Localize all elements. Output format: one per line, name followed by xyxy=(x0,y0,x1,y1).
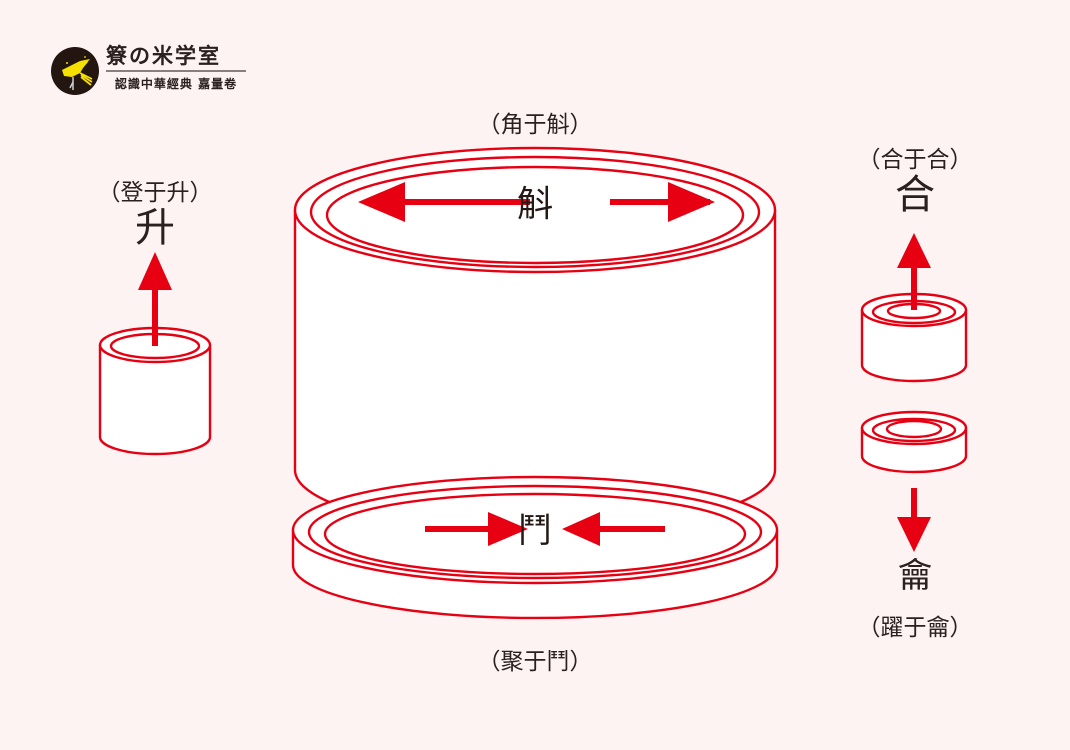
glyph-yue: 龠 xyxy=(898,556,932,596)
arrow-left-lower xyxy=(425,512,528,546)
label-top-hu: （角于斛） xyxy=(477,112,593,138)
logo-divider xyxy=(106,70,246,72)
logo-title: 簝の米学室 xyxy=(106,44,221,68)
ge-vessel-ring xyxy=(860,292,968,383)
arrow-left-upper xyxy=(358,182,530,222)
glyph-sheng: 升 xyxy=(135,205,175,251)
arrow-up-left xyxy=(138,252,172,346)
logo-subtitle: 認識中華經典 嘉量卷 xyxy=(114,77,238,91)
arrow-right-lower xyxy=(562,512,665,546)
site-logo: 簝の米学室 認識中華經典 嘉量卷 xyxy=(50,44,250,102)
yue-vessel-disc xyxy=(860,410,968,474)
dou-vessel-wide xyxy=(291,475,779,620)
label-bottom-dou: （聚于鬥） xyxy=(477,649,593,675)
label-right-ge: （合于合） xyxy=(857,147,973,173)
hu-vessel-large xyxy=(293,146,777,534)
glyph-dou-center: 鬥 xyxy=(518,511,552,551)
glyph-ge: 合 xyxy=(895,172,935,218)
yellow-bird-in-dark-circle-icon xyxy=(50,46,100,96)
arrow-right-upper xyxy=(610,182,715,222)
glyph-hu-center: 斛 xyxy=(516,184,553,225)
sheng-vessel-small xyxy=(98,326,212,456)
arrow-up-right xyxy=(897,233,931,310)
arrow-down-right xyxy=(897,488,931,552)
label-left-sheng: （登于升） xyxy=(97,180,213,206)
label-right-yue: （躍于龠） xyxy=(857,615,973,641)
